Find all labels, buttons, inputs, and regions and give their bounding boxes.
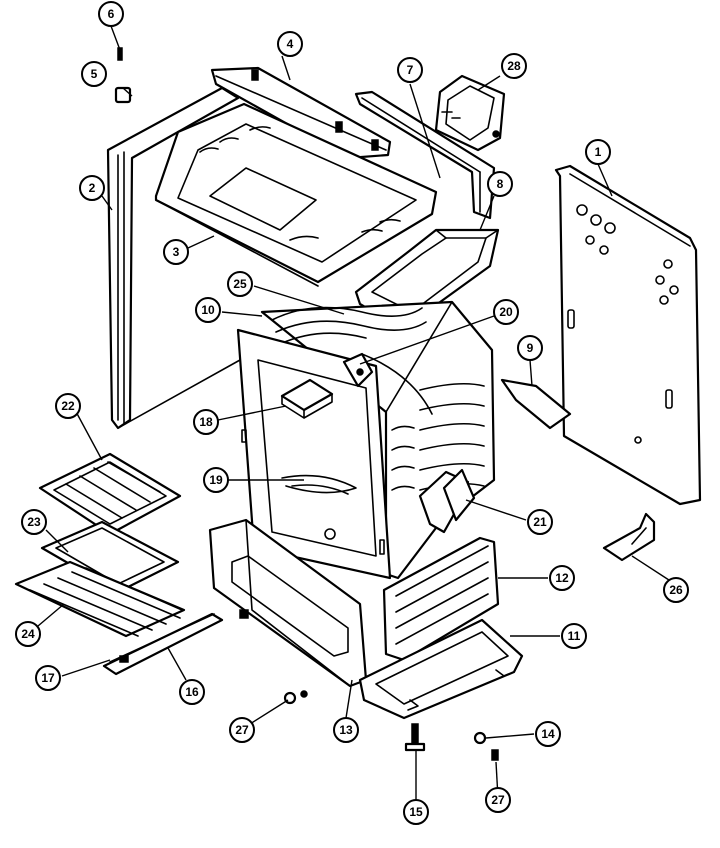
svg-text:15: 15 — [409, 805, 423, 819]
bake-element — [281, 474, 357, 495]
callout-1: 1 — [585, 139, 611, 165]
callout-7: 7 — [397, 57, 423, 83]
svg-text:1: 1 — [595, 145, 602, 159]
callout-10: 10 — [195, 297, 221, 323]
svg-text:7: 7 — [407, 63, 414, 77]
callout-16: 16 — [179, 679, 205, 705]
callout-21: 21 — [527, 509, 553, 535]
anti-tip-bracket — [602, 512, 656, 562]
callout-11: 11 — [561, 623, 587, 649]
svg-text:28: 28 — [507, 59, 521, 73]
bracket-box — [434, 74, 506, 152]
callout-6: 6 — [98, 1, 124, 27]
broil-pan-grid — [38, 452, 182, 536]
svg-text:18: 18 — [199, 415, 213, 429]
callout-25: 25 — [227, 271, 253, 297]
svg-text:10: 10 — [201, 303, 215, 317]
callout-20: 20 — [493, 299, 519, 325]
svg-text:20: 20 — [499, 305, 513, 319]
base-plate — [358, 618, 524, 720]
callout-27-left: 27 — [229, 717, 255, 743]
callout-15: 15 — [403, 799, 429, 825]
svg-text:17: 17 — [41, 671, 55, 685]
callout-28: 28 — [501, 53, 527, 79]
hinge — [418, 468, 476, 534]
storage-side-panel — [382, 536, 500, 662]
callout-9: 9 — [517, 335, 543, 361]
cooktop-frame — [154, 102, 438, 287]
callout-14: 14 — [535, 721, 561, 747]
callout-26: 26 — [663, 577, 689, 603]
callout-18: 18 — [193, 409, 219, 435]
top-rear-channel — [210, 66, 392, 160]
svg-text:6: 6 — [108, 7, 115, 21]
svg-text:5: 5 — [91, 67, 98, 81]
svg-text:12: 12 — [555, 571, 569, 585]
svg-text:3: 3 — [173, 245, 180, 259]
callout-24: 24 — [15, 621, 41, 647]
svg-text:19: 19 — [209, 473, 223, 487]
callout-17: 17 — [35, 665, 61, 691]
svg-text:8: 8 — [497, 177, 504, 191]
svg-text:4: 4 — [287, 37, 294, 51]
callout-23: 23 — [21, 509, 47, 535]
callout-22: 22 — [55, 393, 81, 419]
screw-left — [283, 690, 308, 705]
washer — [473, 731, 487, 745]
svg-text:27: 27 — [491, 793, 505, 807]
svg-text:21: 21 — [533, 515, 547, 529]
leader-lines — [37, 25, 673, 800]
drawer-rail — [102, 612, 224, 676]
callout-27-bottom: 27 — [485, 787, 511, 813]
screw-top — [117, 47, 123, 61]
svg-text:16: 16 — [185, 685, 199, 699]
svg-text:9: 9 — [527, 341, 534, 355]
callout-4: 4 — [277, 31, 303, 57]
svg-text:22: 22 — [61, 399, 75, 413]
callout-2: 2 — [79, 175, 105, 201]
callout-3: 3 — [163, 239, 189, 265]
oven-front-frame — [236, 328, 392, 580]
svg-text:24: 24 — [21, 627, 35, 641]
svg-text:26: 26 — [669, 583, 683, 597]
callout-12: 12 — [549, 565, 575, 591]
svg-text:13: 13 — [339, 723, 353, 737]
rear-strip — [500, 378, 572, 430]
svg-text:23: 23 — [27, 515, 41, 529]
broil-element — [280, 378, 334, 419]
svg-text:14: 14 — [541, 727, 555, 741]
callout-5: 5 — [81, 61, 107, 87]
leveling-leg — [404, 723, 426, 752]
svg-text:25: 25 — [233, 277, 247, 291]
callout-13: 13 — [333, 717, 359, 743]
burner-box-trim — [354, 90, 496, 220]
callout-19: 19 — [203, 467, 229, 493]
rear-back-panel — [554, 164, 702, 506]
svg-text:27: 27 — [235, 723, 249, 737]
svg-text:11: 11 — [568, 629, 581, 643]
screw-bottom — [491, 749, 499, 761]
callout-8: 8 — [487, 171, 513, 197]
svg-text:2: 2 — [89, 181, 96, 195]
oven-rack — [14, 560, 186, 638]
clip — [114, 86, 132, 104]
